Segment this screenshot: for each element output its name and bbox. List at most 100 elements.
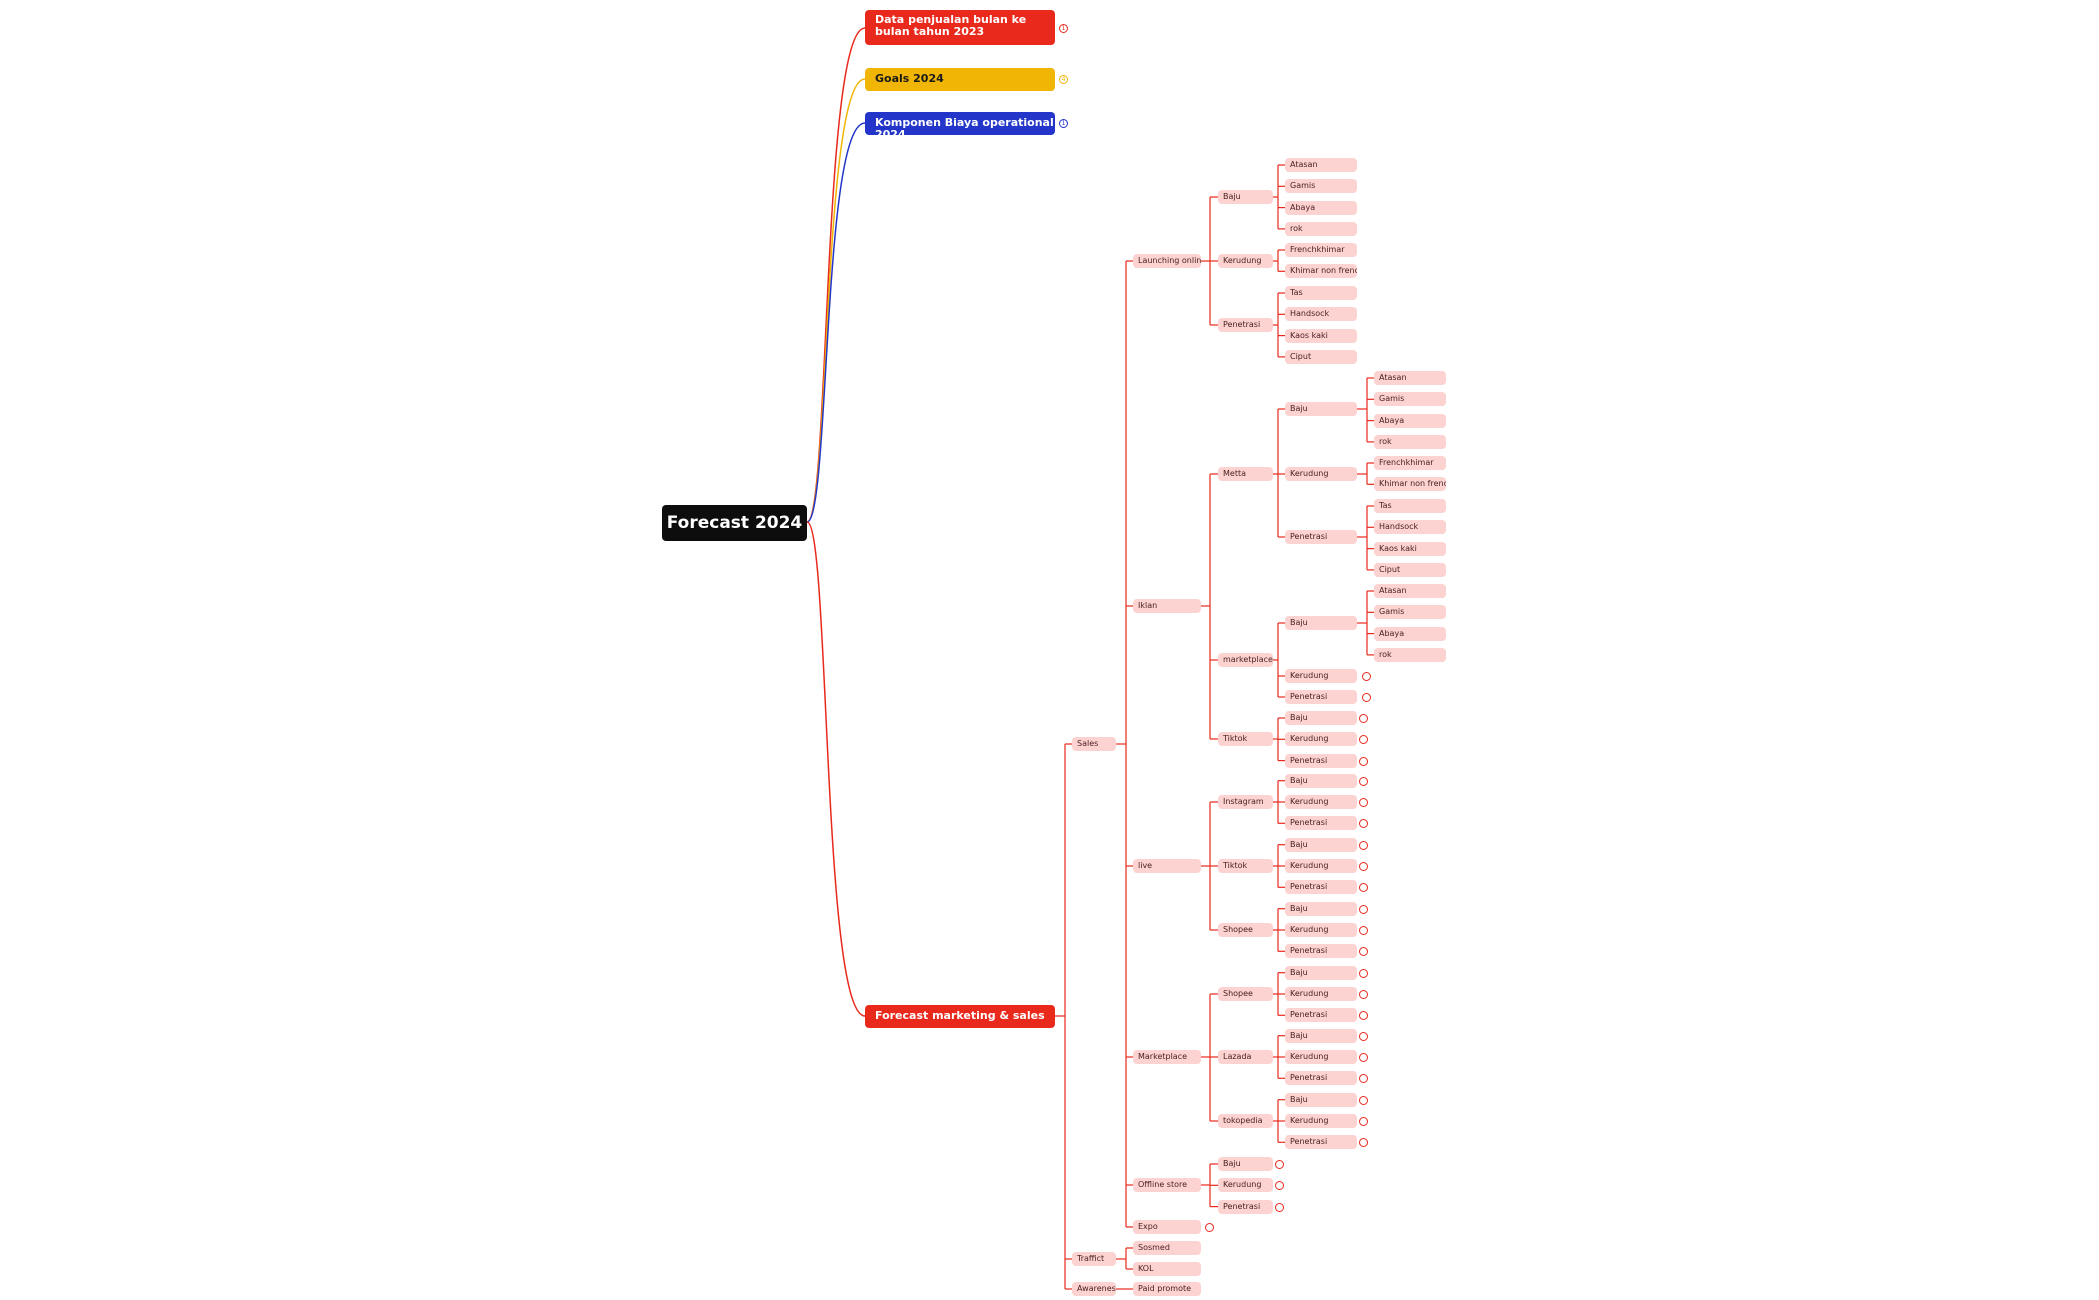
marketplace-tokopedia-item-kerudung[interactable]: Kerudung — [1285, 1114, 1357, 1128]
offline-item-kerudung[interactable]: Kerudung — [1218, 1178, 1273, 1193]
marketplace-node[interactable]: Marketplace — [1133, 1050, 1201, 1064]
offline-item-penetrasi[interactable]: Penetrasi — [1218, 1199, 1273, 1214]
collapsed-count-icon[interactable] — [1359, 904, 1368, 914]
live-shopee-item-baju[interactable]: Baju — [1285, 901, 1357, 916]
launching-penetrasi-item-handsock[interactable]: Handsock — [1285, 307, 1357, 322]
collapsed-count-icon[interactable] — [1359, 819, 1368, 829]
metta-baju-item-gamis[interactable]: Gamis — [1374, 392, 1446, 407]
live-instagram-node[interactable]: Instagram — [1218, 795, 1273, 809]
collapsed-count-icon[interactable] — [1362, 672, 1371, 681]
launching-baju-item-abaya[interactable]: Abaya — [1285, 200, 1357, 215]
main-branch-data-penjualan-bulan-ke-bulan-tahun-2023[interactable]: Data penjualan bulan ke bulan tahun 2023 — [865, 10, 1055, 45]
metta-kerudung-item-frenchkhimar[interactable]: Frenchkhimar — [1374, 456, 1446, 470]
metta-kerudung-item-khimar-non-french[interactable]: Khimar non french — [1374, 477, 1446, 492]
collapsed-count-icon[interactable] — [1359, 947, 1368, 957]
iklan-tiktok-item-kerudung[interactable]: Kerudung — [1285, 732, 1357, 747]
collapsed-count-icon[interactable] — [1359, 756, 1368, 766]
marketplace-lazada-item-penetrasi[interactable]: Penetrasi — [1285, 1071, 1357, 1086]
iklan-tiktok-item-penetrasi[interactable]: Penetrasi — [1285, 753, 1357, 768]
traffict-item-kol[interactable]: KOL — [1133, 1262, 1201, 1276]
collapsed-count-icon[interactable] — [1359, 1095, 1368, 1105]
metta-penetrasi-item-tas[interactable]: Tas — [1374, 499, 1446, 513]
metta-penetrasi-item-handsock[interactable]: Handsock — [1374, 520, 1446, 535]
marketplace-tokopedia-item-baju[interactable]: Baju — [1285, 1092, 1357, 1107]
collapsed-count-icon[interactable] — [1359, 1117, 1368, 1126]
marketplace-lazada-item-kerudung[interactable]: Kerudung — [1285, 1050, 1357, 1064]
offline-store-node[interactable]: Offline store — [1133, 1178, 1201, 1192]
collapsed-count-icon[interactable] — [1359, 990, 1368, 999]
collapsed-count-icon[interactable] — [1275, 1181, 1284, 1191]
live-shopee-item-penetrasi[interactable]: Penetrasi — [1285, 944, 1357, 959]
metta-penetrasi-node[interactable]: Penetrasi — [1285, 530, 1357, 544]
marketplace-tokopedia-node[interactable]: tokopedia — [1218, 1114, 1273, 1128]
live-tiktok-item-baju[interactable]: Baju — [1285, 837, 1357, 852]
expo-node[interactable]: Expo — [1133, 1220, 1201, 1234]
collapsed-count-icon[interactable] — [1359, 1138, 1368, 1148]
iklan-marketplace-node[interactable]: marketplace — [1218, 653, 1273, 667]
collapsed-count-icon[interactable] — [1359, 1031, 1368, 1041]
collapsed-count-icon[interactable] — [1359, 1011, 1368, 1021]
main-branch-forecast-marketing-sales[interactable]: Forecast marketing & sales — [865, 1005, 1055, 1028]
awareness-node[interactable]: Awareness — [1072, 1282, 1116, 1296]
live-instagram-item-baju[interactable]: Baju — [1285, 773, 1357, 788]
marketplace-lazada-node[interactable]: Lazada — [1218, 1050, 1273, 1064]
launching-online-node[interactable]: Launching online — [1133, 254, 1201, 268]
collapsed-count-icon[interactable] — [1359, 776, 1368, 786]
collapsed-count-icon[interactable] — [1359, 798, 1368, 807]
iklan-tiktok-item-baju[interactable]: Baju — [1285, 711, 1357, 725]
marketplace-shopee-item-kerudung[interactable]: Kerudung — [1285, 987, 1357, 1001]
collapsed-count-icon[interactable] — [1359, 1074, 1368, 1084]
collapsed-count-icon[interactable] — [1205, 1223, 1214, 1232]
live-tiktok-item-penetrasi[interactable]: Penetrasi — [1285, 880, 1357, 895]
iklan-tiktok-node[interactable]: Tiktok — [1218, 732, 1273, 746]
metta-baju-item-abaya[interactable]: Abaya — [1374, 413, 1446, 428]
collapsed-count-icon[interactable]: 4 — [1059, 75, 1068, 84]
live-instagram-item-penetrasi[interactable]: Penetrasi — [1285, 816, 1357, 831]
collapsed-count-icon[interactable] — [1359, 968, 1368, 978]
marketplace-tokopedia-item-penetrasi[interactable]: Penetrasi — [1285, 1135, 1357, 1150]
iklan-marketplace-baju-node[interactable]: Baju — [1285, 616, 1357, 630]
launching-baju-item-gamis[interactable]: Gamis — [1285, 179, 1357, 194]
collapsed-count-icon[interactable] — [1359, 862, 1368, 871]
iklan-marketplace-baju-item-gamis[interactable]: Gamis — [1374, 605, 1446, 620]
iklan-marketplace-kerudung-node[interactable]: Kerudung — [1285, 669, 1357, 683]
traffict-node[interactable]: Traffict — [1072, 1252, 1116, 1266]
collapsed-count-icon[interactable] — [1359, 840, 1368, 850]
launching-penetrasi-item-kaos-kaki[interactable]: Kaos kaki — [1285, 328, 1357, 343]
launching-kerudung-item-khimar-non-french[interactable]: Khimar non french — [1285, 264, 1357, 279]
launching-kerudung-node[interactable]: Kerudung — [1218, 254, 1273, 268]
launching-kerudung-item-frenchkhimar[interactable]: Frenchkhimar — [1285, 243, 1357, 257]
collapsed-count-icon[interactable] — [1359, 1053, 1368, 1062]
launching-penetrasi-item-tas[interactable]: Tas — [1285, 286, 1357, 300]
iklan-marketplace-baju-item-atasan[interactable]: Atasan — [1374, 584, 1446, 598]
marketplace-shopee-item-penetrasi[interactable]: Penetrasi — [1285, 1008, 1357, 1023]
live-instagram-item-kerudung[interactable]: Kerudung — [1285, 795, 1357, 809]
launching-penetrasi-node[interactable]: Penetrasi — [1218, 318, 1273, 332]
metta-kerudung-node[interactable]: Kerudung — [1285, 467, 1357, 481]
collapsed-count-icon[interactable] — [1275, 1202, 1284, 1212]
sales-node[interactable]: Sales — [1072, 737, 1116, 751]
traffict-item-sosmed[interactable]: Sosmed — [1133, 1241, 1201, 1255]
collapsed-count-icon[interactable] — [1362, 693, 1371, 702]
metta-penetrasi-item-kaos-kaki[interactable]: Kaos kaki — [1374, 541, 1446, 556]
live-node[interactable]: live — [1133, 859, 1201, 873]
collapsed-count-icon[interactable] — [1359, 883, 1368, 893]
live-shopee-node[interactable]: Shopee — [1218, 923, 1273, 937]
iklan-node[interactable]: Iklan — [1133, 599, 1201, 613]
launching-penetrasi-item-ciput[interactable]: Ciput — [1285, 349, 1357, 364]
marketplace-shopee-node[interactable]: Shopee — [1218, 987, 1273, 1001]
metta-baju-item-atasan[interactable]: Atasan — [1374, 371, 1446, 385]
iklan-marketplace-penetrasi-node[interactable]: Penetrasi — [1285, 690, 1357, 704]
iklan-marketplace-baju-item-abaya[interactable]: Abaya — [1374, 626, 1446, 641]
awareness-item-paid-promote[interactable]: Paid promote — [1133, 1282, 1201, 1296]
live-tiktok-item-kerudung[interactable]: Kerudung — [1285, 859, 1357, 873]
main-branch-goals-2024[interactable]: Goals 2024 — [865, 68, 1055, 91]
launching-baju-item-rok[interactable]: rok — [1285, 221, 1357, 236]
iklan-metta-node[interactable]: Metta — [1218, 467, 1273, 481]
collapsed-count-icon[interactable]: 1 — [1059, 119, 1068, 128]
marketplace-lazada-item-baju[interactable]: Baju — [1285, 1028, 1357, 1043]
marketplace-shopee-item-baju[interactable]: Baju — [1285, 965, 1357, 980]
root-node-forecast-2024[interactable]: Forecast 2024 — [662, 505, 807, 541]
offline-item-baju[interactable]: Baju — [1218, 1157, 1273, 1171]
iklan-marketplace-baju-item-rok[interactable]: rok — [1374, 647, 1446, 662]
